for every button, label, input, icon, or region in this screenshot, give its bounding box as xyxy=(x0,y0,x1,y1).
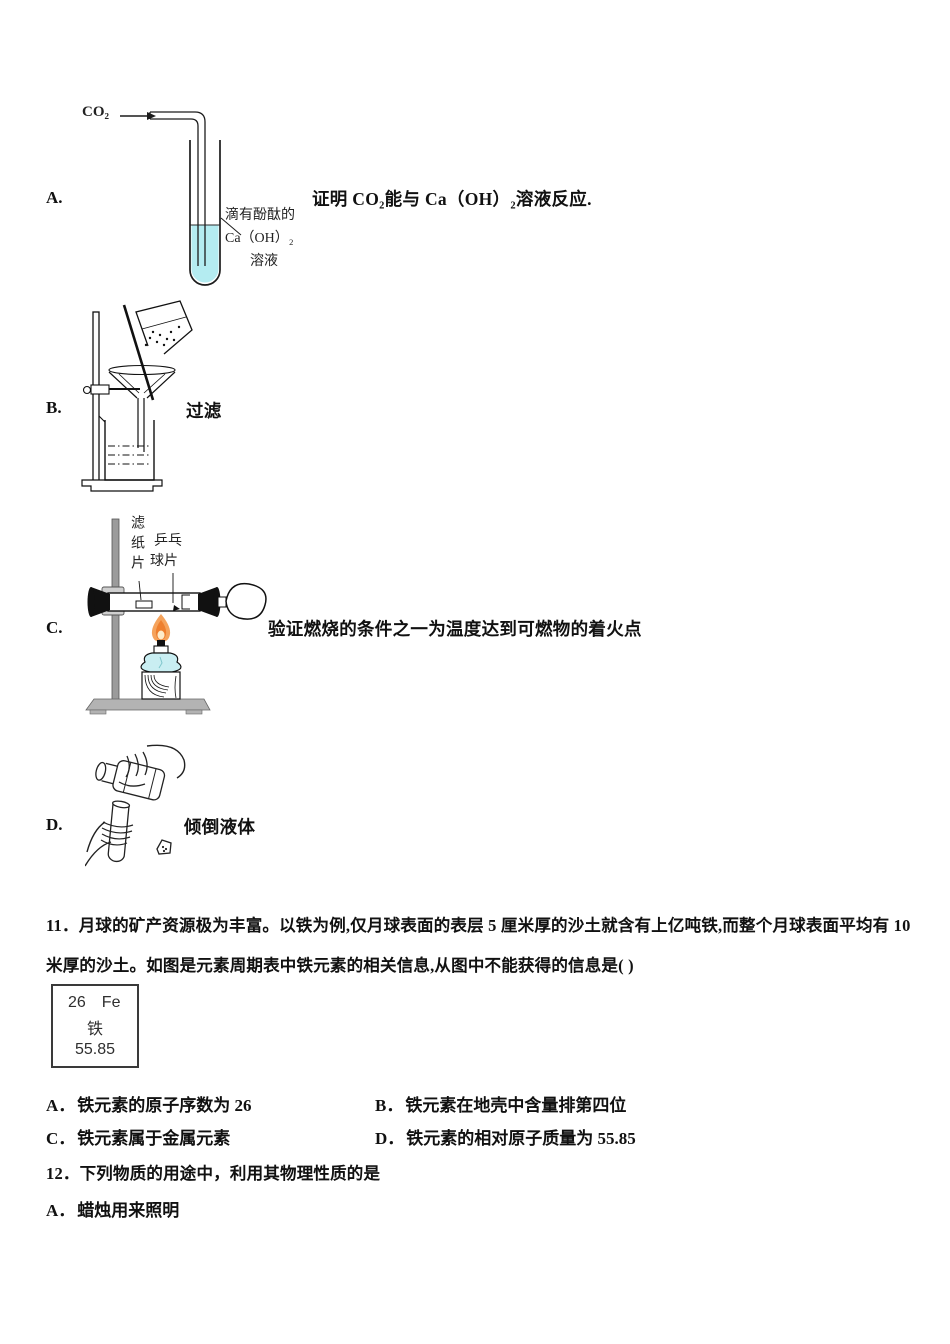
pouring-beaker xyxy=(135,300,193,355)
diagram-pouring-liquid xyxy=(85,742,210,882)
element-symbol: Fe xyxy=(101,994,121,1011)
bottle-stopper xyxy=(156,839,172,855)
diagram-option-d-label: D. xyxy=(46,815,63,834)
atomic-number: 26 xyxy=(68,994,86,1011)
option-a-description: 证明 CO₂能与 Ca（OH）₂溶液反应. xyxy=(312,189,592,209)
solution-label-line3: 溶液 xyxy=(250,254,278,269)
filter-paper-label: 滤纸片 xyxy=(129,515,144,575)
q11-option-d-text: 铁元素的相对原子质量为 55.85 xyxy=(406,1129,636,1148)
diagram-ignition-point: 滤纸片 乒乓 球片 xyxy=(82,513,312,715)
q11-option-d: D．铁元素的相对原子质量为 55.85 xyxy=(375,1124,636,1149)
q11-option-a-text: 铁元素的原子序数为 26 xyxy=(77,1096,252,1115)
q12-option-a-label: A． xyxy=(46,1201,76,1220)
q11-option-a-label: A． xyxy=(46,1096,76,1115)
pingpong-piece xyxy=(173,605,180,611)
stand-pole xyxy=(92,311,100,483)
test-tube xyxy=(189,140,221,286)
diagram-option-c-label: C. xyxy=(46,618,63,637)
clamp-screw xyxy=(82,385,92,395)
beaker-spout xyxy=(98,415,106,423)
question-11-line2: 米厚的沙土。如图是元素周期表中铁元素的相关信息,从图中不能获得的信息是( ) xyxy=(46,956,634,975)
beaker-liquid-dots xyxy=(144,325,181,347)
q11-option-c: C．铁元素属于金属元素 xyxy=(46,1124,230,1149)
right-arm xyxy=(146,744,186,779)
q11-option-c-label: C． xyxy=(46,1129,76,1148)
co2-test-tube-drawing xyxy=(120,111,242,286)
right-hand-fingers xyxy=(118,751,148,787)
filter-paper-piece xyxy=(135,600,153,609)
q11-option-b: B．铁元素在地壳中含量排第四位 xyxy=(375,1091,626,1116)
pingpong-label-line1: 乒乓 xyxy=(154,534,182,549)
element-name: 铁 xyxy=(86,1020,103,1038)
filter-paper-right xyxy=(143,373,166,394)
block-swirl-pattern xyxy=(144,674,177,699)
lamp-neck xyxy=(153,645,169,654)
option-c-description: 验证燃烧的条件之一为温度达到可燃物的着火点 xyxy=(268,619,642,639)
stand-base xyxy=(81,479,163,492)
ignition-point-drawing xyxy=(85,518,267,715)
q11-option-c-text: 铁元素属于金属元素 xyxy=(77,1129,231,1148)
tube-end-cone-right xyxy=(198,587,217,617)
filtrate-lines xyxy=(108,445,151,465)
tube-end-cone-left xyxy=(91,587,110,617)
q11-option-d-label: D． xyxy=(375,1129,405,1148)
question-11-line1: 11．月球的矿产资源极为丰富。以铁为例,仅月球表面的表层 5 厘米厚的沙土就含有… xyxy=(46,916,911,935)
rubber-bulb xyxy=(225,582,267,620)
solution-label-line1: 滴有酚酞的 xyxy=(225,208,295,223)
option-b-description: 过滤 xyxy=(186,401,222,421)
q12-option-a: A．蜡烛用来照明 xyxy=(46,1196,179,1221)
filter-paper-left xyxy=(118,373,140,394)
lamp-wick xyxy=(157,640,165,646)
funnel-cone-left xyxy=(108,371,138,399)
glass-tube xyxy=(107,592,201,612)
pingpong-label-line2: 球片 xyxy=(150,554,178,569)
receiving-beaker xyxy=(104,420,155,481)
stand-base xyxy=(85,698,211,711)
funnel-cone-right xyxy=(146,371,176,399)
lamp-highlight xyxy=(158,656,163,669)
base-foot-left xyxy=(89,709,107,715)
iron-element-card: 26 Fe 铁 55.85 xyxy=(51,984,139,1068)
q12-option-a-text: 蜡烛用来照明 xyxy=(77,1201,180,1220)
base-foot-right xyxy=(185,709,203,715)
funnel-rim xyxy=(108,364,176,376)
flame-core xyxy=(157,630,165,640)
diagram-filtration xyxy=(78,300,253,496)
filtration-drawing xyxy=(81,300,193,492)
solution-label-line2: Ca（OH）₂ xyxy=(225,231,294,246)
left-hand-fingers xyxy=(100,821,134,846)
label-leader-line xyxy=(220,217,242,236)
q11-option-b-text: 铁元素在地壳中含量排第四位 xyxy=(405,1096,627,1115)
glass-rod xyxy=(122,304,155,401)
q11-option-b-label: B． xyxy=(375,1096,404,1115)
clamp xyxy=(90,384,110,395)
left-arm-bottom xyxy=(85,841,112,867)
bulb-connector xyxy=(217,596,227,608)
co2-gas-label: CO₂ xyxy=(82,104,109,120)
alcohol-lamp-body xyxy=(140,652,182,673)
atomic-mass: 55.85 xyxy=(74,1041,116,1058)
tube-inner-bracket xyxy=(181,594,190,610)
reagent-bottle xyxy=(95,760,166,801)
diagram-co2-limewater: CO₂ 滴有酚酞的 Ca（OH）₂ 溶液 xyxy=(78,98,323,298)
element-card-top-row: 26 Fe xyxy=(59,994,131,1012)
delivery-tube-outer xyxy=(150,111,206,266)
diagram-option-a-label: A. xyxy=(46,188,63,207)
delivery-tube-inner xyxy=(150,118,199,266)
pouring-liquid-drawing xyxy=(85,744,186,867)
q11-option-a: A．铁元素的原子序数为 26 xyxy=(46,1091,252,1116)
diagram-option-b-label: B. xyxy=(46,398,62,417)
gas-flow-arrowhead xyxy=(147,112,156,120)
leader-filter-paper xyxy=(138,580,142,601)
question-12-text: 12．下列物质的用途中，利用其物理性质的是 xyxy=(46,1164,381,1183)
option-d-description: 倾倒液体 xyxy=(184,817,256,837)
left-arm-top xyxy=(86,821,106,853)
